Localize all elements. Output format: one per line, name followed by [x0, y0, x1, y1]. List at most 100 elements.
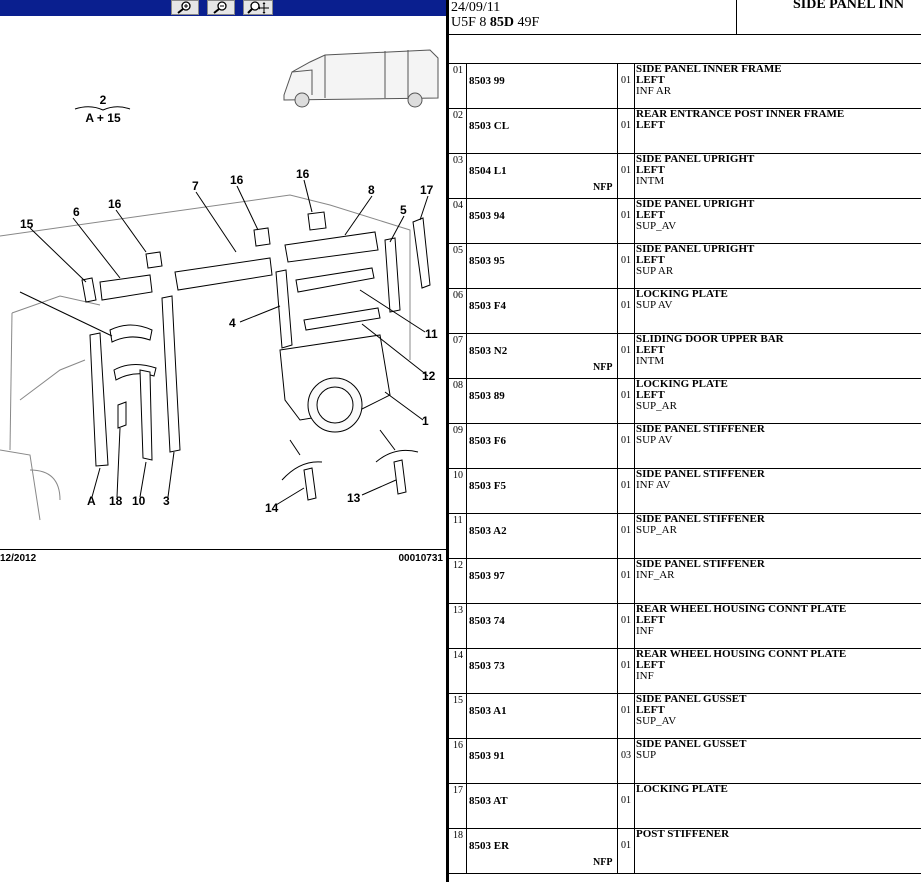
quantity: 01 [621, 300, 631, 311]
part-reference[interactable]: 8503 F6 [469, 435, 506, 447]
part-reference[interactable]: 8503 AT [469, 795, 508, 807]
quantity: 01 [621, 840, 631, 851]
part-reference[interactable]: 8503 95 [469, 255, 505, 267]
exploded-parts-diagram: 2 A + 15 [0, 49, 439, 521]
cell-border [449, 514, 467, 558]
part-11 [295, 267, 375, 293]
part-reference[interactable]: 8503 CL [469, 120, 510, 132]
description-name: SIDE PANEL UPRIGHT [636, 243, 755, 255]
callout-5: 5 [400, 203, 407, 217]
cell-border [618, 739, 635, 783]
description-name: SIDE PANEL UPRIGHT [636, 198, 755, 210]
callout-18: 18 [109, 494, 123, 508]
cell-border [618, 244, 635, 288]
cell-border [449, 199, 467, 243]
cell-border [618, 109, 635, 153]
part-reference[interactable]: 8503 ER [469, 840, 510, 852]
part-reference[interactable]: 8503 73 [469, 660, 505, 672]
quantity: 01 [621, 795, 631, 806]
part-reference[interactable]: 8503 74 [469, 615, 505, 627]
part-reference[interactable]: 8503 F5 [469, 480, 506, 492]
cell-border [467, 694, 618, 738]
row-number: 08 [453, 380, 463, 391]
part-reference[interactable]: 8503 91 [469, 750, 505, 762]
row-number: 04 [453, 200, 463, 211]
zoom-pan-button[interactable] [243, 0, 273, 15]
description-name: SIDE PANEL INNER FRAME [636, 63, 782, 75]
callout-14: 14 [265, 501, 279, 515]
cell-border [467, 109, 618, 153]
quantity: 01 [621, 480, 631, 491]
header-code-suffix: 49F [514, 15, 540, 30]
description-side: LEFT [636, 254, 665, 266]
cell-border [449, 379, 467, 423]
part-reference[interactable]: 8503 A2 [469, 525, 507, 537]
part-4 [275, 269, 293, 349]
cell-border [618, 424, 635, 468]
part-16b [253, 227, 271, 247]
description-position: SUP_AV [636, 715, 677, 727]
part-reference[interactable]: 8503 N2 [469, 345, 508, 357]
cell-border [618, 334, 635, 378]
zoom-out-button[interactable] [207, 0, 235, 15]
part-15 [81, 277, 97, 303]
diagram-date: 12/2012 [0, 553, 37, 564]
cell-border [449, 244, 467, 288]
cell-border [618, 64, 635, 108]
part-reference[interactable]: 8503 99 [469, 75, 505, 87]
part-reference[interactable]: 8503 F4 [469, 300, 506, 312]
van-body-outline [0, 194, 411, 521]
description-name: SIDE PANEL STIFFENER [636, 423, 765, 435]
description-position: INF [636, 625, 654, 637]
description-name: LOCKING PLATE [636, 783, 728, 795]
parts-header: 24/09/11 U5F 8 85D 49F SIDE PANEL INN [449, 0, 921, 34]
part-17 [412, 217, 431, 289]
cell-border [449, 604, 467, 648]
diagram-reference: 00010731 [398, 553, 444, 564]
row-number: 02 [453, 110, 463, 121]
callout-6: 6 [73, 205, 80, 219]
pane-divider[interactable] [446, 0, 449, 882]
callout-7: 7 [192, 179, 199, 193]
part-12 [303, 307, 381, 331]
quantity: 01 [621, 345, 631, 356]
cell-border [467, 64, 618, 108]
part-reference[interactable]: 8503 A1 [469, 705, 507, 717]
row-number: 10 [453, 470, 463, 481]
description-name: SLIDING DOOR UPPER BAR [636, 333, 784, 345]
header-code-prefix: U5F 8 [451, 15, 490, 30]
cell-border [449, 559, 467, 603]
part-reference[interactable]: 8503 97 [469, 570, 505, 582]
callout-8: 8 [368, 183, 375, 197]
zoom-in-icon [176, 1, 194, 14]
row-number: 06 [453, 290, 463, 301]
part-reference[interactable]: 8503 89 [469, 390, 505, 402]
part-reference[interactable]: 8504 L1 [469, 165, 507, 177]
description-side: LEFT [636, 74, 665, 86]
part-reference[interactable]: 8503 94 [469, 210, 505, 222]
zoom-in-button[interactable] [171, 0, 199, 15]
quantity: 01 [621, 165, 631, 176]
row-number: 12 [453, 560, 463, 571]
quantity: 03 [621, 750, 631, 761]
row-number: 01 [453, 65, 463, 76]
